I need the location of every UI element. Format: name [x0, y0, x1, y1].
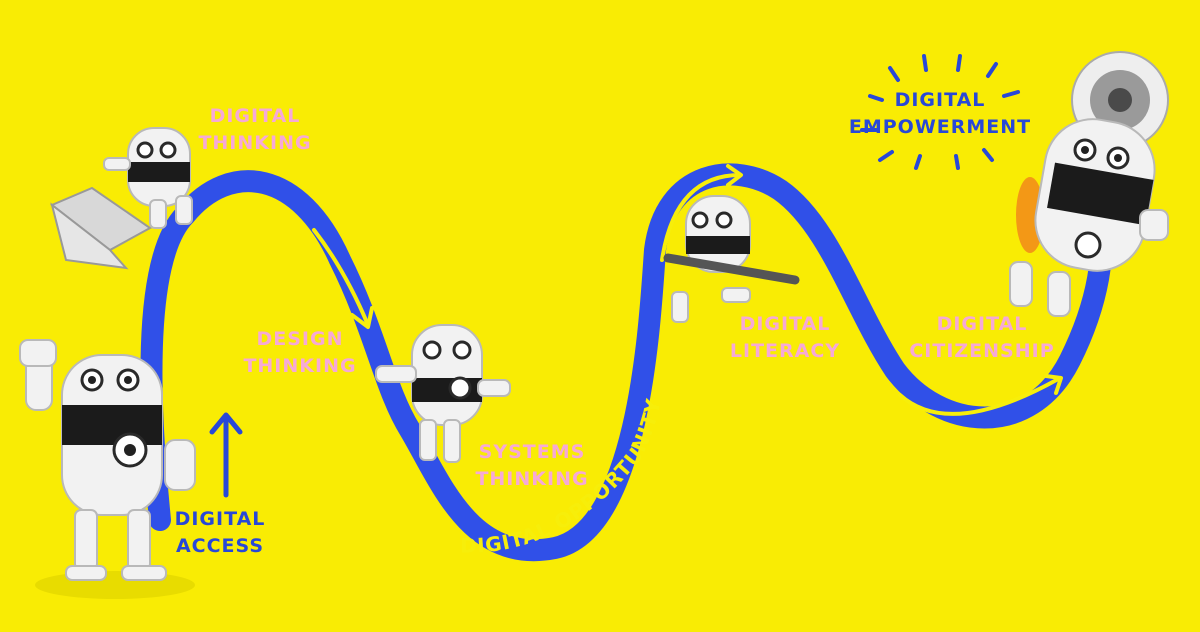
stage-label-line2: LITERACY — [730, 340, 840, 362]
arrow-icon — [312, 228, 374, 329]
arrow-icon — [660, 164, 743, 262]
robot-walking-icon — [375, 324, 511, 463]
stage-design-thinking: DESIGN THINKING — [243, 328, 356, 377]
stage-label-line2: ACCESS — [176, 535, 264, 557]
stage-label-line2: THINKING — [475, 468, 588, 490]
stage-systems-thinking: SYSTEMS THINKING — [475, 441, 588, 490]
stage-digital-thinking: DIGITAL THINKING — [198, 105, 311, 154]
stage-digital-access: DIGITAL ACCESS — [175, 508, 266, 557]
stage-label-line1: DIGITAL — [210, 105, 301, 127]
arrow-icon — [898, 374, 1063, 416]
stage-label-line2: CITIZENSHIP — [909, 340, 1054, 362]
stage-label-line1: DIGITAL — [895, 89, 986, 111]
stage-label-line1: DIGITAL — [175, 508, 266, 530]
robot-jetpack-icon — [1009, 51, 1169, 317]
arrow-icon — [209, 412, 243, 498]
stage-label-line1: DIGITAL — [937, 313, 1028, 335]
stage-label-line2: EMPOWERMENT — [849, 116, 1031, 138]
stage-digital-literacy: DIGITAL LITERACY — [730, 313, 840, 362]
stage-digital-citizenship: DIGITAL CITIZENSHIP — [909, 313, 1054, 362]
stage-label-line1: SYSTEMS — [479, 441, 586, 463]
robot-laptop-icon — [50, 127, 193, 270]
stage-label-line2: THINKING — [198, 132, 311, 154]
stage-label-line1: DESIGN — [256, 328, 343, 350]
robot-with-pen-icon — [663, 195, 800, 323]
robot-waving-icon — [19, 339, 196, 599]
opportunity-path — [140, 163, 1113, 562]
sunburst-icon — [860, 54, 1020, 170]
stage-label-line2: THINKING — [243, 355, 356, 377]
stage-digital-empowerment: DIGITAL EMPOWERMENT — [849, 89, 1031, 138]
stage-label-line1: DIGITAL — [740, 313, 831, 335]
